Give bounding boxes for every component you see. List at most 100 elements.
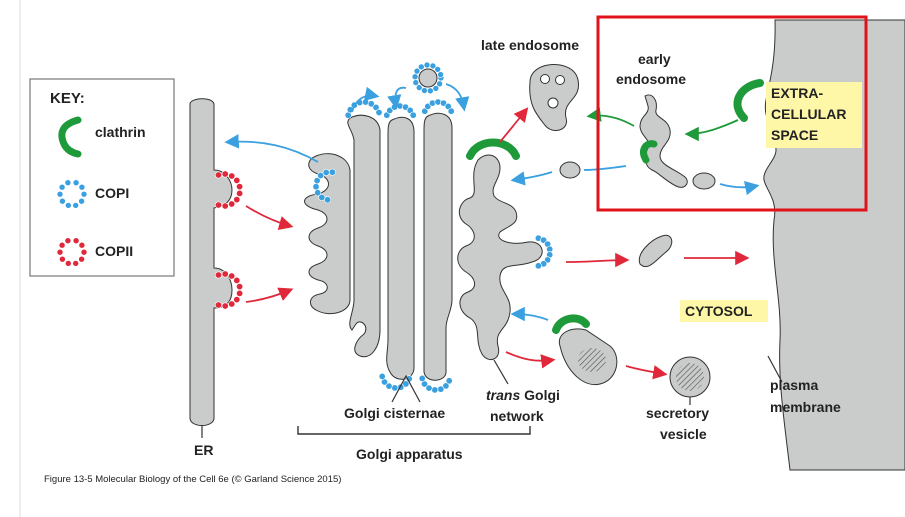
cytosol-label-bg	[680, 300, 768, 322]
er-membrane	[189, 98, 233, 426]
label-late-endosome: late endosome	[481, 37, 579, 53]
golgi-apparatus-bracket	[297, 426, 531, 435]
copii-coat-bead	[228, 272, 236, 280]
copii-coat-bead	[215, 301, 223, 309]
copi-coat-bead	[425, 384, 433, 392]
copii-coat-bead	[215, 171, 223, 179]
copii-coat-bead	[65, 260, 72, 267]
copii-coat-bead	[236, 189, 244, 197]
copi-vesicle-free	[411, 61, 445, 95]
endosome-clathrin-coat	[640, 140, 658, 164]
copi-coat-bead	[413, 67, 421, 75]
tgn-clathrin-coat	[466, 138, 520, 160]
copi-coat-bead	[534, 262, 542, 270]
label-secretory-1: secretory	[646, 405, 709, 421]
label-extracellular-3: SPACE	[771, 127, 818, 143]
copii-coat-bead	[215, 201, 223, 209]
arrow-copi-arc-left	[351, 86, 380, 113]
arrow-er-to-golgi-upper	[245, 205, 294, 230]
trans-golgi-network	[457, 138, 554, 361]
copi-coat-bead	[447, 107, 455, 115]
label-early-endosome-1: early	[638, 51, 671, 67]
copii-coat-bead	[233, 276, 241, 284]
tgn-leader-line	[493, 359, 509, 385]
arrow-tgn-to-secretory-granule	[505, 351, 556, 369]
secretory-vesicle	[669, 356, 711, 398]
copi-coat-bead	[409, 111, 417, 119]
secretory-clathrin-coat	[552, 314, 590, 334]
copii-coat-bead	[215, 271, 223, 279]
label-trans-italic: trans	[486, 387, 520, 403]
copi-coat-bead	[59, 197, 66, 205]
early-endosome	[639, 94, 688, 188]
intraluminal-vesicle	[547, 97, 559, 109]
copii-coat-bead	[221, 270, 229, 278]
key-legend: KEY: clathrin COPI COPII	[29, 78, 175, 277]
label-plasma-1: plasma	[770, 377, 818, 393]
copi-coat-bead	[434, 66, 442, 73]
medial-cisterna-2	[386, 116, 415, 380]
copi-coat-bead	[375, 109, 383, 117]
intraluminal-vesicle	[555, 75, 565, 85]
intraluminal-vesicle	[540, 74, 550, 84]
copi-coat-bead	[439, 99, 447, 107]
copi-coat-bead	[80, 190, 88, 198]
copi-vesicle-membrane	[418, 68, 438, 88]
label-extracellular-1: EXTRA-	[771, 85, 823, 101]
copii-coat-bead	[58, 241, 66, 249]
copii-coat-bead	[78, 255, 85, 263]
copi-coat-bead	[317, 172, 325, 180]
copii-coat-bead	[72, 237, 80, 244]
key-box	[29, 78, 175, 277]
copii-key-icon	[56, 237, 88, 267]
copi-coat-bead	[312, 183, 320, 191]
clathrin-coated-vesicle-secretory	[552, 314, 618, 386]
copi-coat-bead	[412, 79, 420, 86]
key-label-copii: COPII	[95, 243, 133, 259]
label-trans-golgi-1: trans Golgi	[486, 387, 560, 403]
copi-coat-bead	[424, 102, 432, 110]
copii-coat-bead	[221, 302, 229, 310]
constitutive-secretory-vesicle	[638, 234, 673, 268]
copii-coat-bead	[78, 241, 86, 249]
copii-coat-bead	[80, 248, 88, 256]
arrow-golgi-to-er	[224, 134, 319, 163]
label-extracellular-2: CELLULAR	[771, 106, 846, 122]
copii-coat-bead	[233, 176, 241, 184]
secretory-vesicle-cargo	[676, 363, 704, 391]
label-cytosol: CYTOSOL	[685, 303, 753, 319]
tgn-copi-coat	[534, 234, 554, 270]
label-er: ER	[194, 442, 213, 458]
label-secretory-2: vesicle	[660, 426, 707, 442]
golgi-stack	[304, 61, 455, 394]
copi-coat-bead	[318, 193, 326, 201]
label-golgi-word: Golgi	[520, 387, 560, 403]
copi-coat-bead	[401, 103, 409, 111]
arrow-tgn-to-late-endosome	[499, 107, 529, 143]
copii-coat-bead	[221, 170, 229, 178]
medial-cisterna-1	[347, 114, 381, 358]
late-endosome	[529, 64, 579, 132]
cis-cisterna	[304, 153, 351, 315]
copi-coat-bead	[442, 382, 450, 390]
copi-coat-bead	[372, 103, 380, 111]
arrow-er-to-golgi-lower	[245, 287, 294, 303]
copi-coat-bead	[64, 179, 72, 186]
copi-coat-bead	[421, 87, 428, 94]
copi-coat-bead	[423, 61, 431, 69]
copi-coat-bead	[418, 374, 426, 382]
arrow-endosome-to-vesicle	[583, 165, 627, 171]
highlight-box-endocytic	[596, 15, 868, 212]
copi-coat-bead	[313, 177, 321, 185]
er	[189, 98, 244, 426]
copii-coat-bead	[221, 202, 229, 210]
copi-coat-bead	[402, 380, 410, 388]
arrow-secretory-to-tgn	[510, 306, 549, 322]
early-endosome-body	[639, 94, 688, 188]
copii-coat-bead	[72, 260, 79, 267]
copi-coat-bead	[328, 168, 336, 176]
copi-key-icon	[56, 179, 88, 209]
label-golgi-apparatus: Golgi apparatus	[356, 446, 463, 462]
medial-cisterna-3	[423, 112, 453, 381]
